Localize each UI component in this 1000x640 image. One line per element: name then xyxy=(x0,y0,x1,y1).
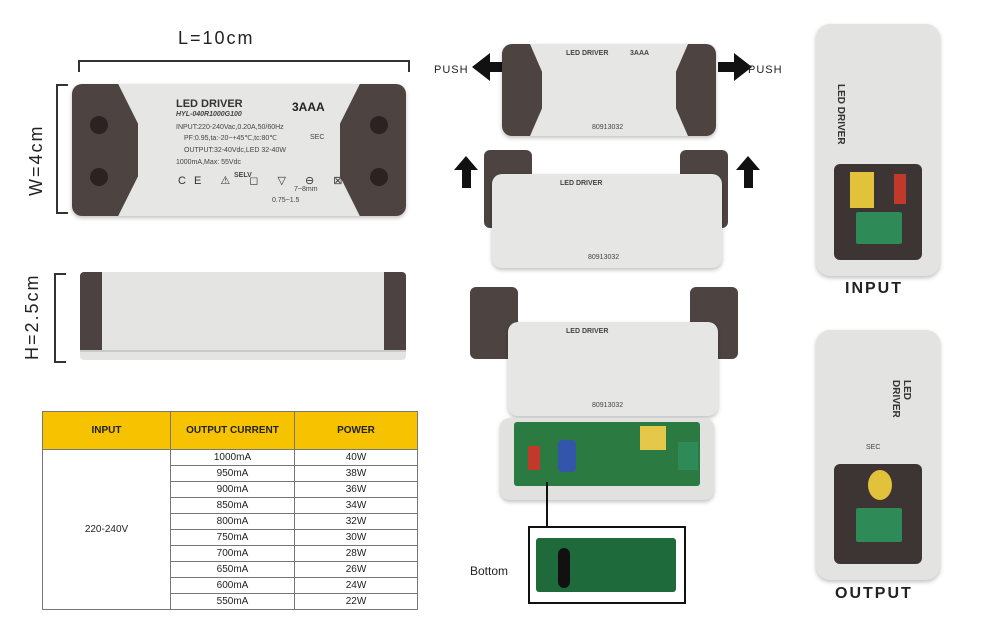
label-title: LED DRIVER xyxy=(176,98,243,110)
screw-hole xyxy=(90,168,108,186)
bottom-inset-frame xyxy=(528,526,686,604)
header-power: POWER xyxy=(294,411,418,450)
left-side-cap xyxy=(80,272,102,350)
lift-left-arrow-icon xyxy=(454,156,478,188)
label-title-rotated: LED DRIVER xyxy=(890,380,912,418)
input-end-view: LED DRIVER xyxy=(816,24,940,276)
table-cell-current: 650mA xyxy=(170,561,295,578)
input-caption: INPUT xyxy=(845,280,903,297)
label-input-spec: INPUT:220-240Vac,0.20A,50/60Hz xyxy=(176,124,284,131)
table-cell-power: 24W xyxy=(294,577,418,594)
length-bracket xyxy=(78,60,410,72)
input-red-part xyxy=(894,174,906,204)
capacitor xyxy=(558,440,576,472)
driver-open-view: LED DRIVER 80913032 xyxy=(508,322,718,416)
output-terminal-block xyxy=(856,508,902,542)
table-cell-power: 26W xyxy=(294,561,418,578)
table-cell-power: 32W xyxy=(294,513,418,530)
screw-hole xyxy=(90,116,108,134)
label-title-small: LED DRIVER xyxy=(560,180,603,187)
push-right-label: PUSH xyxy=(748,64,783,76)
right-end-cap xyxy=(340,84,406,216)
brand-logo-small: 3AAA xyxy=(630,50,650,57)
label-title-rotated: LED DRIVER xyxy=(835,84,846,145)
pcb-bottom-board xyxy=(536,538,676,592)
table-cell-power: 36W xyxy=(294,481,418,498)
table-cell-current: 900mA xyxy=(170,481,295,498)
output-end-view: LED DRIVER SEC xyxy=(816,330,940,580)
transformer xyxy=(640,426,666,450)
table-cell-current: 700mA xyxy=(170,545,295,562)
lift-right-arrow-icon xyxy=(736,156,760,188)
serial-number: 80913032 xyxy=(592,124,624,131)
left-end-cap xyxy=(502,44,542,136)
terminal-block xyxy=(678,442,698,470)
input-terminal-block xyxy=(856,212,902,244)
push-right-arrow-icon xyxy=(718,53,752,81)
table-cell-power: 22W xyxy=(294,593,418,610)
table-cell-current: 950mA xyxy=(170,465,295,482)
input-voltage-cell: 220-240V xyxy=(42,449,171,610)
screw-hole xyxy=(370,116,388,134)
label-model: HYL-040R1000G100 xyxy=(176,111,242,118)
serial-number: 80913032 xyxy=(588,254,620,261)
header-output-current: OUTPUT CURRENT xyxy=(170,411,295,450)
red-component xyxy=(528,446,540,470)
label-pf-spec: PF:0.95,ta:-20~+45℃,tc:80℃ xyxy=(184,135,278,142)
side-base-line xyxy=(80,350,406,352)
table-cell-power: 34W xyxy=(294,497,418,514)
left-end-cap xyxy=(72,84,138,216)
connector-line xyxy=(546,482,548,526)
length-dimension-label: L=10cm xyxy=(178,28,255,48)
input-yellow-part xyxy=(850,172,874,208)
label-strip-length: 7~8mm xyxy=(294,186,318,193)
pcb-board xyxy=(514,422,700,486)
height-dimension-label: H=2.5cm xyxy=(22,273,42,360)
driver-caps-lifting-view: LED DRIVER 80913032 xyxy=(492,174,722,268)
table-cell-current: 750mA xyxy=(170,529,295,546)
right-side-cap xyxy=(384,272,406,350)
table-cell-power: 30W xyxy=(294,529,418,546)
bottom-label: Bottom xyxy=(470,564,509,578)
label-output-spec: OUTPUT:32-40Vdc,LED 32-40W xyxy=(184,147,286,154)
label-wire-gauge: 0.75~1.5 xyxy=(272,197,300,204)
spec-table: INPUT OUTPUT CURRENT POWER 220-240V 1000… xyxy=(42,411,418,610)
serial-number: 80913032 xyxy=(592,402,624,409)
output-caption: OUTPUT xyxy=(835,585,913,602)
label-title-small: LED DRIVER xyxy=(566,50,609,57)
push-left-arrow-icon xyxy=(472,53,506,81)
table-cell-current: 1000mA xyxy=(170,449,295,466)
pcb-bottom-component xyxy=(558,548,570,588)
pcb-assembly-view xyxy=(500,418,714,500)
width-bracket xyxy=(56,84,68,214)
table-cell-current: 550mA xyxy=(170,593,295,610)
table-cell-power: 40W xyxy=(294,449,418,466)
label-title-small: LED DRIVER xyxy=(566,328,609,335)
height-bracket xyxy=(54,273,66,363)
label-max-spec: 1000mA,Max: 55Vdc xyxy=(176,159,241,166)
table-cell-power: 28W xyxy=(294,545,418,562)
table-cell-current: 850mA xyxy=(170,497,295,514)
certification-icons: CE ⚠ ◻ ▽ ⊖ ⊠ xyxy=(178,175,351,187)
driver-side-view xyxy=(80,272,406,360)
push-left-label: PUSH xyxy=(434,64,469,76)
label-selv: SELV xyxy=(234,172,252,179)
header-input: INPUT xyxy=(42,411,171,450)
table-cell-current: 800mA xyxy=(170,513,295,530)
width-dimension-label: W=4cm xyxy=(26,124,46,196)
label-sec: SEC xyxy=(310,134,325,141)
right-end-cap xyxy=(676,44,716,136)
label-sec-rotated: SEC xyxy=(866,444,881,451)
table-cell-power: 38W xyxy=(294,465,418,482)
output-yellow-part xyxy=(868,470,892,500)
table-cell-current: 600mA xyxy=(170,577,295,594)
brand-logo: 3AAA xyxy=(292,100,325,114)
driver-closed-view: LED DRIVER 3AAA 80913032 xyxy=(502,44,716,136)
driver-top-view: LED DRIVER HYL-040R1000G100 3AAA INPUT:2… xyxy=(72,84,406,216)
screw-hole xyxy=(370,168,388,186)
